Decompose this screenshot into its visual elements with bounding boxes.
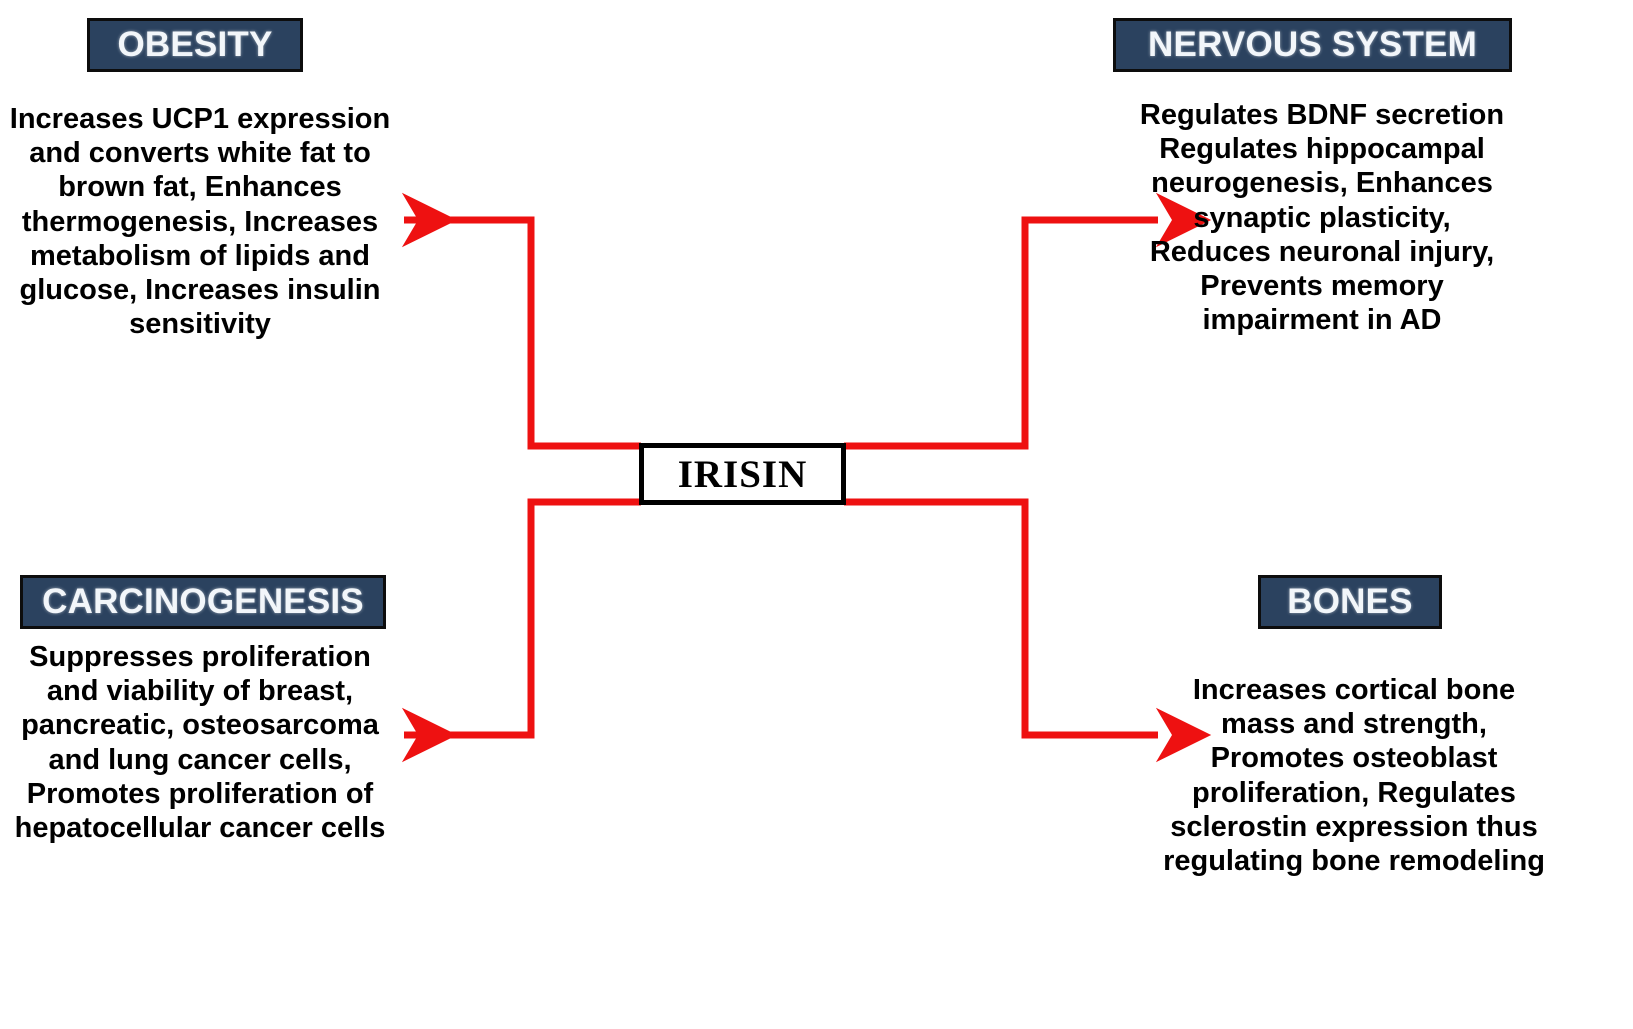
node-body-bones: Increases cortical bone mass and strengt…: [1163, 674, 1545, 878]
node-heading-nervous-system: NERVOUS SYSTEM: [1113, 18, 1512, 72]
node-body-obesity: Increases UCP1 expression and converts w…: [9, 103, 391, 341]
connector-nervous-system: [844, 192, 1212, 450]
node-body-carcinogenesis: Suppresses proliferation and viability o…: [14, 641, 386, 845]
connector-obesity: [401, 192, 641, 450]
node-body-nervous-system: Regulates BDNF secretion Regulates hippo…: [1139, 99, 1505, 337]
connector-carcinogenesis: [401, 498, 641, 763]
center-node-irisin: IRISIN: [639, 443, 846, 505]
node-heading-obesity: OBESITY: [87, 18, 303, 72]
connector-bones: [844, 498, 1212, 763]
node-heading-bones: BONES: [1258, 575, 1442, 629]
node-heading-carcinogenesis: CARCINOGENESIS: [20, 575, 386, 629]
